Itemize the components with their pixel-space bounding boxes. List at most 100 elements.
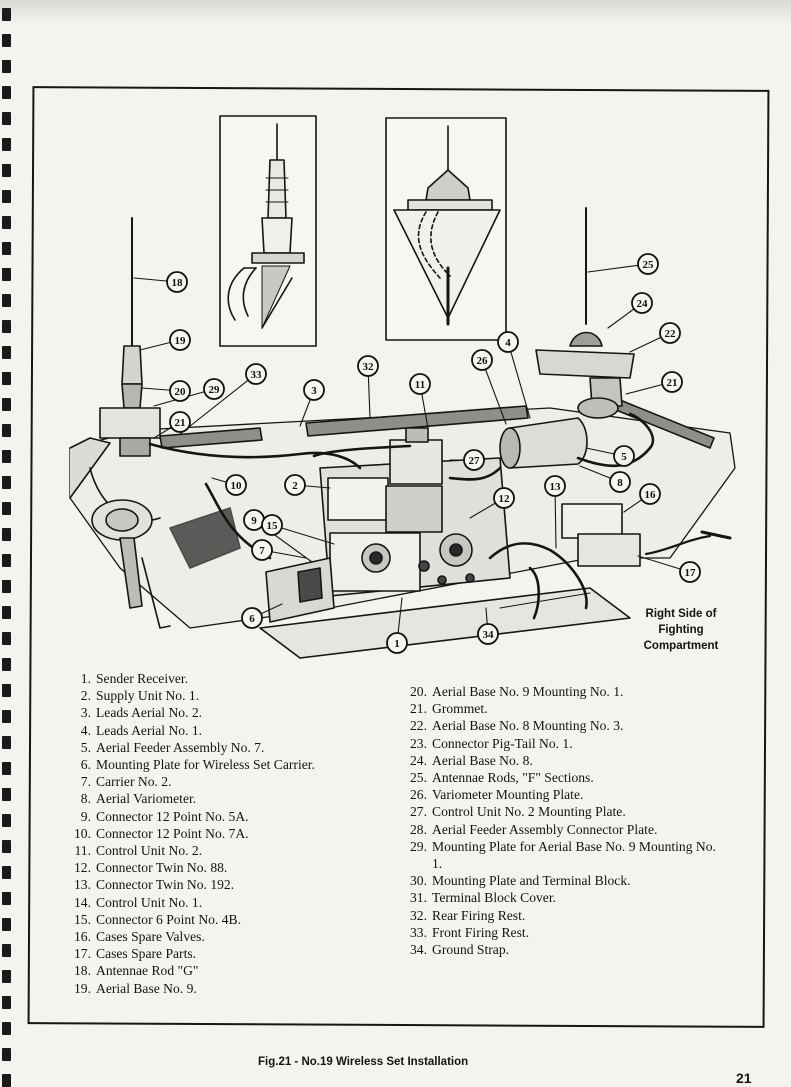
callout-11: 11 xyxy=(409,373,431,395)
legend-item: 3.Leads Aerial No. 2. xyxy=(62,704,382,721)
legend-text: Connector 6 Point No. 4B. xyxy=(96,911,241,927)
callout-number: 19 xyxy=(175,335,187,347)
legend-number: 26. xyxy=(410,787,427,803)
legend-number: 5. xyxy=(80,739,91,755)
binding-hole xyxy=(2,190,11,203)
callout-number: 26 xyxy=(477,355,489,367)
legend-number: 23. xyxy=(410,735,427,751)
callout-number: 5 xyxy=(621,451,627,463)
callout-16: 16 xyxy=(639,483,661,505)
variometer xyxy=(499,417,588,469)
legend-item: 21.Grommet. xyxy=(398,700,728,717)
legend-text: Rear Firing Rest. xyxy=(432,907,526,923)
legend-item: 7.Carrier No. 2. xyxy=(62,773,382,790)
legend-item: 32.Rear Firing Rest. xyxy=(398,907,728,924)
legend-item: 33.Front Firing Rest. xyxy=(398,924,728,941)
binding-hole xyxy=(2,944,11,957)
legend-number: 10. xyxy=(74,825,91,841)
binding-hole xyxy=(2,502,11,515)
parts-legend-right: 20.Aerial Base No. 9 Mounting No. 1.21.G… xyxy=(398,683,728,958)
callout-number: 21 xyxy=(667,377,678,389)
legend-number: 31. xyxy=(410,890,427,906)
legend-text: Carrier No. 2. xyxy=(96,774,172,790)
legend-number: 30. xyxy=(410,873,427,889)
legend-number: 9. xyxy=(80,808,91,824)
legend-number: 4. xyxy=(80,722,91,738)
callout-number: 34 xyxy=(483,629,495,641)
legend-number: 25. xyxy=(410,770,427,786)
legend-text: Connector Twin No. 192. xyxy=(96,877,235,893)
callout-number: 2 xyxy=(292,480,298,492)
legend-number: 27. xyxy=(410,804,427,820)
binding-hole xyxy=(2,60,11,73)
legend-item: 4.Leads Aerial No. 1. xyxy=(62,722,382,739)
callout-34: 34 xyxy=(477,623,499,645)
legend-text: Control Unit No. 2. xyxy=(96,843,203,859)
binding-hole xyxy=(2,814,11,827)
legend-number: 33. xyxy=(410,924,427,940)
legend-text: Connector 12 Point No. 5A. xyxy=(96,808,249,824)
callout-15: 15 xyxy=(261,514,283,536)
callout-number: 9 xyxy=(251,515,257,527)
callout-29: 29 xyxy=(203,378,225,400)
callout-8: 8 xyxy=(609,471,631,493)
binding-hole xyxy=(2,528,11,541)
callout-19: 19 xyxy=(169,329,191,351)
binding-hole xyxy=(2,164,11,177)
legend-number: 15. xyxy=(74,911,91,927)
legend-item: 18.Antennae Rod "G" xyxy=(62,962,382,979)
legend-text: Variometer Mounting Plate. xyxy=(432,787,584,803)
binding-hole xyxy=(2,892,11,905)
callout-25: 25 xyxy=(637,253,659,275)
callout-number: 6 xyxy=(249,613,255,625)
binding-hole xyxy=(2,372,11,385)
callout-number: 8 xyxy=(617,477,623,489)
callout-32: 32 xyxy=(357,355,379,377)
legend-number: 13. xyxy=(74,877,91,893)
callout-number: 15 xyxy=(267,520,279,532)
binding-hole xyxy=(2,970,11,983)
aerial-right xyxy=(535,207,635,419)
legend-text: Aerial Base No. 8 Mounting No. 3. xyxy=(432,718,624,734)
binding-hole xyxy=(2,476,11,489)
legend-item: 14.Control Unit No. 1. xyxy=(62,894,382,911)
callout-13: 13 xyxy=(544,475,566,497)
legend-text: Sender Receiver. xyxy=(96,671,189,686)
legend-item: 19.Aerial Base No. 9. xyxy=(62,980,382,997)
binding-hole xyxy=(2,34,11,47)
callout-21: 21 xyxy=(661,371,683,393)
binding-hole xyxy=(2,112,11,125)
binding-hole xyxy=(2,138,11,151)
legend-number: 22. xyxy=(410,718,427,734)
binding-hole xyxy=(2,736,11,749)
legend-item: 26. Variometer Mounting Plate. xyxy=(398,786,728,803)
legend-item: 27.Control Unit No. 2 Mounting Plate. xyxy=(398,803,728,820)
callout-number: 22 xyxy=(665,328,677,340)
binding-hole xyxy=(2,294,11,307)
legend-text: Aerial Feeder Assembly No. 7. xyxy=(96,739,265,755)
legend-number: 18. xyxy=(74,963,91,979)
legend-item: 2.Supply Unit No. 1. xyxy=(62,687,382,704)
binding-hole xyxy=(2,788,11,801)
legend-number: 3. xyxy=(80,705,91,721)
legend-text: Mounting Plate for Wireless Set Carrier. xyxy=(96,757,315,773)
callout-6: 6 xyxy=(241,607,263,629)
legend-number: 28. xyxy=(410,821,427,837)
legend-item: 12.Connector Twin No. 88. xyxy=(62,859,382,876)
binding-hole xyxy=(2,450,11,463)
legend-text: Aerial Base No. 9. xyxy=(96,980,197,996)
binding-hole xyxy=(2,632,11,645)
binding-hole xyxy=(2,840,11,853)
legend-number: 8. xyxy=(80,791,91,807)
legend-item: 17.Cases Spare Parts. xyxy=(62,945,382,962)
callout-number: 18 xyxy=(172,277,184,289)
callout-3: 3 xyxy=(303,379,325,401)
legend-item: 30.Mounting Plate and Terminal Block. xyxy=(398,872,728,889)
legend-item: 11.Control Unit No. 2. xyxy=(62,842,382,859)
callout-number: 4 xyxy=(505,337,511,349)
legend-item: 9. Connector 12 Point No. 5A. xyxy=(62,808,382,825)
figure-caption: Fig.21 - No.19 Wireless Set Installation xyxy=(258,1056,469,1068)
parts-legend-left: 1.Sender Receiver.2.Supply Unit No. 1.3.… xyxy=(62,670,382,997)
binding-hole xyxy=(2,580,11,593)
